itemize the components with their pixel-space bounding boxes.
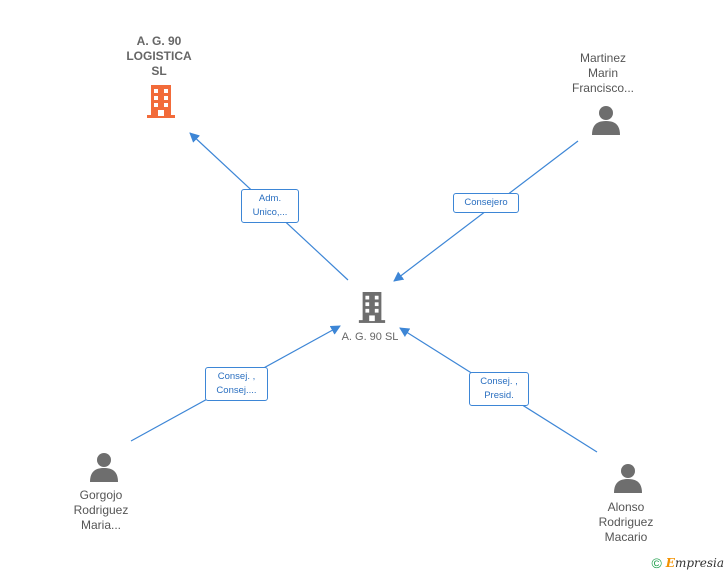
edge-label-consej-presid[interactable]: Consej. , Presid.: [469, 372, 529, 406]
person-icon[interactable]: [590, 104, 622, 136]
edge-label-consejero[interactable]: Consejero: [453, 193, 519, 213]
footer-brand: © Empresia: [651, 555, 724, 571]
label-line: Martinez: [579, 51, 626, 65]
label-line: Marin: [587, 66, 618, 80]
edge-label-consej-consej[interactable]: Consej. , Consej....: [205, 367, 268, 401]
label-line: Alonso: [607, 500, 645, 514]
copyright-icon: ©: [651, 555, 662, 571]
label-line: Rodriguez: [598, 515, 654, 529]
node-label-logistica[interactable]: A. G. 90 LOGISTICA SL: [99, 34, 219, 79]
edge-label-line: Consej....: [216, 385, 257, 396]
edge-label-line: Consej. ,: [480, 376, 518, 387]
label-line: Rodriguez: [73, 503, 129, 517]
edge-label-line: Presid.: [484, 390, 514, 401]
label-line: LOGISTICA: [126, 49, 192, 63]
edge-label-line: Consejero: [464, 197, 508, 208]
label-line: Macario: [604, 530, 648, 544]
building-icon[interactable]: [145, 83, 177, 119]
edge-label-line: Adm.: [258, 193, 282, 204]
label-line: Francisco...: [571, 81, 634, 95]
edge-label-line: Unico,...: [252, 207, 288, 218]
node-label-gorgojo[interactable]: Gorgojo Rodriguez Maria...: [51, 488, 151, 533]
brand-logo[interactable]: Empresia: [666, 556, 724, 570]
person-icon[interactable]: [88, 451, 120, 483]
node-label-alonso[interactable]: Alonso Rodriguez Macario: [576, 500, 676, 545]
label-line: Gorgojo: [79, 488, 123, 502]
building-icon[interactable]: [357, 289, 387, 325]
edge-label-line: Consej. ,: [217, 371, 256, 382]
label-line: A. G. 90: [136, 34, 182, 48]
node-label-center[interactable]: A. G. 90 SL: [341, 331, 399, 343]
edge-label-adm-unico[interactable]: Adm. Unico,...: [241, 189, 299, 223]
node-label-martinez[interactable]: Martinez Marin Francisco...: [553, 51, 653, 96]
label-line: SL: [151, 64, 167, 78]
label-line: Maria...: [80, 518, 121, 532]
brand-initial: E: [665, 556, 675, 570]
person-icon[interactable]: [612, 462, 644, 494]
brand-rest: mpresia: [674, 556, 724, 570]
